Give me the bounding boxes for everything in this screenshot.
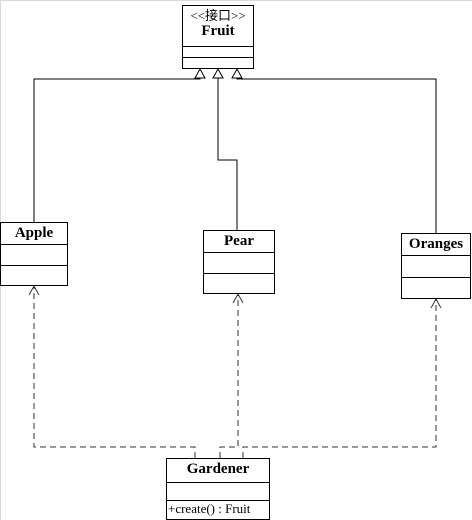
attributes-compartment-gardener bbox=[167, 483, 269, 501]
realization-apple-to-fruit bbox=[33, 78, 201, 222]
attributes-compartment-pear bbox=[204, 253, 274, 274]
operations-compartment-fruit bbox=[183, 58, 253, 68]
class-name-apple: Apple bbox=[1, 223, 67, 245]
realization-arrowhead-oranges bbox=[231, 67, 243, 79]
operations-compartment-apple bbox=[1, 266, 67, 285]
stereotype-label: <<接口>> bbox=[190, 8, 246, 23]
class-box-fruit[interactable]: <<接口>> Fruit bbox=[182, 5, 254, 69]
dependency-gardener-to-oranges bbox=[242, 297, 442, 458]
dependency-gardener-to-apple bbox=[28, 284, 196, 458]
operation-create: +create() : Fruit bbox=[168, 501, 251, 516]
realization-oranges-to-fruit bbox=[236, 78, 437, 233]
class-box-pear[interactable]: Pear bbox=[203, 230, 275, 294]
operations-compartment-oranges bbox=[402, 278, 470, 298]
class-header-fruit: <<接口>> Fruit bbox=[183, 6, 253, 47]
operations-compartment-pear bbox=[204, 274, 274, 293]
class-box-apple[interactable]: Apple bbox=[0, 222, 68, 286]
class-name-pear: Pear bbox=[204, 231, 274, 253]
attributes-compartment-apple bbox=[1, 245, 67, 266]
class-name-gardener: Gardener bbox=[167, 459, 269, 483]
class-name-fruit: Fruit bbox=[201, 23, 235, 39]
class-box-oranges[interactable]: Oranges bbox=[401, 233, 471, 299]
realization-arrowheads bbox=[194, 67, 243, 79]
class-name-oranges: Oranges bbox=[402, 234, 470, 256]
realization-arrowhead-apple bbox=[194, 67, 206, 79]
dependency-gardener-to-pear bbox=[219, 292, 244, 458]
attributes-compartment-oranges bbox=[402, 256, 470, 278]
realization-arrowhead-pear bbox=[212, 67, 224, 79]
attributes-compartment-fruit bbox=[183, 47, 253, 58]
realization-pear-to-fruit bbox=[217, 78, 238, 230]
class-box-gardener[interactable]: Gardener +create() : Fruit bbox=[166, 458, 270, 520]
